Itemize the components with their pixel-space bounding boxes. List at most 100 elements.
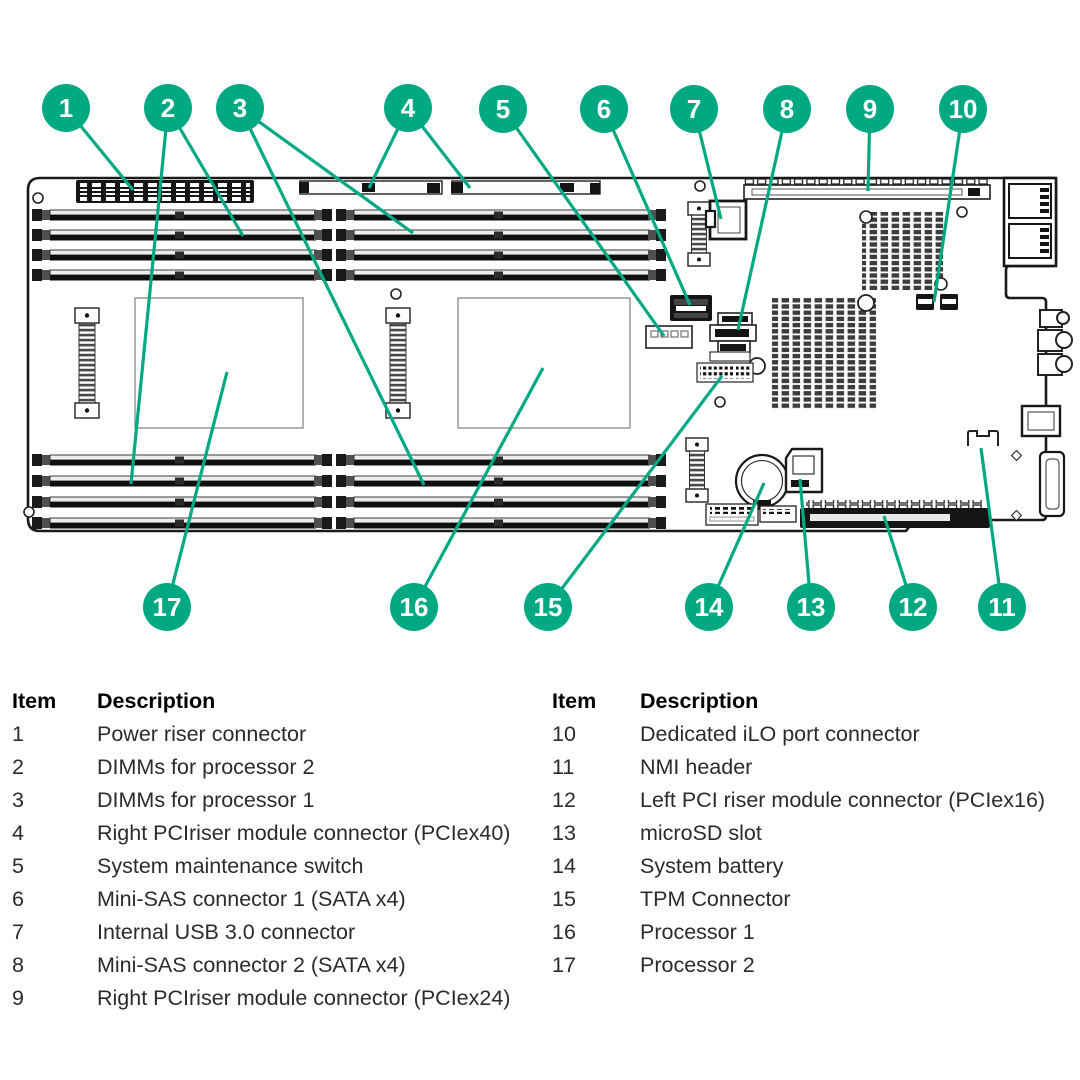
callout-circle [670, 85, 718, 133]
legend-item-number: 11 [552, 755, 575, 779]
callout-7: 7 [670, 85, 718, 133]
callout-leader-line [238, 107, 426, 486]
internal-usb3-connector [704, 199, 748, 241]
dimm-slot [335, 228, 667, 242]
legend-header-description: Description [640, 688, 759, 713]
dimm-slot [335, 495, 667, 509]
legend-item-description: Processor 1 [640, 920, 755, 944]
callout-number: 9 [863, 94, 877, 124]
legend-row: 9 Right PCIriser module connector (PCIex2… [12, 982, 510, 1015]
callout-14: 14 [685, 583, 733, 631]
dimm-slot [31, 268, 333, 282]
legend-row: 8 Mini-SAS connector 2 (SATA x4) [12, 949, 510, 982]
callout-number: 10 [949, 94, 978, 124]
legend-item-description: TPM Connector [640, 887, 791, 911]
callout-13: 13 [787, 583, 835, 631]
callout-leader-line [501, 108, 666, 337]
callout-8: 8 [763, 85, 811, 133]
callout-number: 16 [400, 592, 429, 622]
legend-row: 16 Processor 1 [552, 916, 1045, 949]
callout-number: 2 [161, 93, 175, 123]
mounting-holes [23, 180, 968, 518]
callout-circle [524, 583, 572, 631]
callout-number: 1 [59, 93, 73, 123]
legend-row: 12 Left PCI riser module connector (PCIex… [552, 784, 1045, 817]
callout-circle [846, 85, 894, 133]
callout-circle [390, 583, 438, 631]
callout-leader-line [129, 107, 170, 485]
dimm-slot [31, 228, 333, 242]
callout-circle [787, 583, 835, 631]
callout-number: 14 [695, 592, 724, 622]
callout-circle [144, 84, 192, 132]
legend-item-description: microSD slot [640, 821, 762, 845]
callout-leader-line [736, 108, 789, 331]
callout-17: 17 [143, 583, 191, 631]
callout-4: 4 [384, 84, 432, 132]
callout-circle [143, 583, 191, 631]
legend-header-description: Description [97, 688, 216, 713]
legend-item-description: DIMMs for processor 1 [97, 788, 315, 812]
legend-item-number: 5 [12, 854, 24, 878]
mini-sas-connector-2 [709, 312, 757, 354]
legend-item-description: DIMMs for processor 2 [97, 755, 315, 779]
callout-leader-line [166, 107, 245, 237]
callout-leader-line [932, 108, 965, 303]
legend-item-description: Mini-SAS connector 2 (SATA x4) [97, 953, 406, 977]
callout-number: 13 [797, 592, 826, 622]
callout-10: 10 [939, 85, 987, 133]
dimm-slot [31, 516, 333, 530]
callout-number: 7 [687, 94, 701, 124]
legend-item-number: 12 [552, 788, 576, 812]
serial-connector [1038, 450, 1066, 518]
dimm-slot [31, 474, 333, 488]
legend-item-description: Internal USB 3.0 connector [97, 920, 356, 944]
callout-5: 5 [479, 85, 527, 133]
system-board [23, 176, 1073, 533]
callout-1: 1 [42, 84, 90, 132]
heatsink-top-right [859, 210, 948, 291]
callout-number: 17 [153, 592, 182, 622]
dimm-slot [335, 516, 667, 530]
callout-leader-line [602, 108, 692, 306]
legend-header: Item Description [12, 684, 510, 718]
legend-item-description: System maintenance switch [97, 854, 364, 878]
legend-item-number: 10 [552, 722, 576, 746]
legend-item-description: Left PCI riser module connector (PCIex16… [640, 788, 1046, 812]
heatsink-center [748, 294, 876, 409]
legend-item-description: System battery [640, 854, 784, 878]
legend-item-number: 9 [12, 986, 24, 1010]
dimm-slot [31, 248, 333, 262]
front-panel-connector [705, 503, 759, 526]
callout-number: 5 [496, 94, 510, 124]
callout-leader-line [412, 367, 545, 608]
legend-item-number: 16 [552, 920, 576, 944]
callout-leader-line [165, 371, 229, 608]
callout-2: 2 [144, 84, 192, 132]
dimm-slot [335, 474, 667, 488]
legend-item-description: Right PCIriser module connector (PCIex24… [97, 986, 511, 1010]
callout-number: 12 [899, 592, 928, 622]
retention-spring [385, 307, 411, 419]
callout-number: 4 [401, 93, 416, 123]
nmi-header [967, 430, 999, 446]
callout-3: 3 [216, 84, 264, 132]
dimm-slot [31, 453, 333, 467]
system-maintenance-switch [645, 325, 693, 349]
retention-spring [685, 437, 709, 503]
legend-header-item: Item [552, 688, 597, 713]
legend-item-number: 8 [12, 953, 24, 977]
left-pci-riser-connector-x16 [759, 500, 990, 528]
